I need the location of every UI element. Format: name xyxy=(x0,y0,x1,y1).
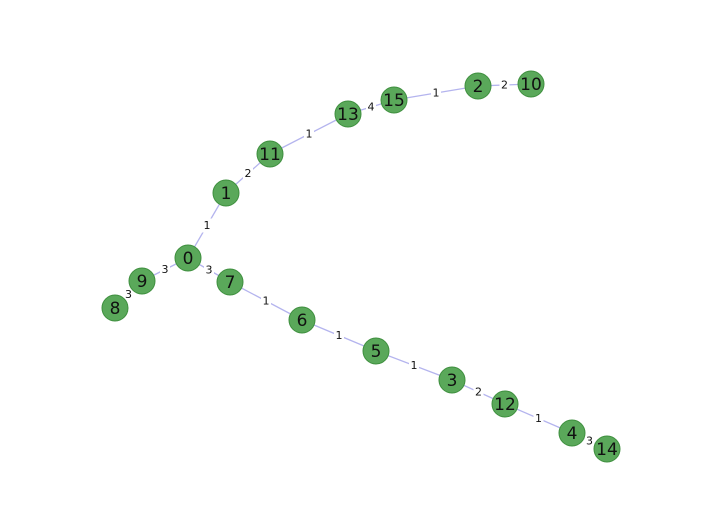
node-circle xyxy=(334,100,362,128)
node-label: 12 xyxy=(494,395,516,415)
node-circle xyxy=(216,268,244,296)
node-8: 8 xyxy=(101,294,129,322)
node-15: 15 xyxy=(380,86,408,114)
node-0: 0 xyxy=(174,244,202,272)
edge-weight-background xyxy=(123,287,134,302)
edge-weight-background xyxy=(366,100,376,114)
edge-weight-background xyxy=(334,328,344,343)
edge-weight-label: 1 xyxy=(261,294,271,308)
node-11: 11 xyxy=(256,140,284,168)
edge-weight-background xyxy=(473,385,484,399)
node-circle xyxy=(174,244,202,272)
edge-weight-label: 2 xyxy=(473,385,484,399)
edge-weight-text: 3 xyxy=(586,435,593,448)
node-2: 2 xyxy=(464,72,492,100)
edge-weight-background xyxy=(243,166,253,181)
edge-weight-background xyxy=(533,411,544,426)
node-label: 10 xyxy=(520,75,542,95)
edge-weight-text: 1 xyxy=(306,128,313,141)
edge-weight-text: 2 xyxy=(245,167,252,180)
node-label: 15 xyxy=(383,91,405,111)
node-circle xyxy=(101,294,129,322)
node-circle xyxy=(362,337,390,365)
node-label: 8 xyxy=(110,299,121,319)
node-label: 5 xyxy=(371,342,382,362)
node-label: 6 xyxy=(297,311,308,331)
node-label: 2 xyxy=(473,77,484,97)
node-5: 5 xyxy=(362,337,390,365)
node-label: 9 xyxy=(137,272,148,292)
node-label: 4 xyxy=(567,424,578,444)
node-6: 6 xyxy=(288,306,316,334)
edge-weight-label: 1 xyxy=(431,86,441,100)
node-label: 7 xyxy=(225,273,236,293)
edge-weight-text: 2 xyxy=(475,386,482,399)
edge-weight-text: 1 xyxy=(263,295,270,308)
edge-weight-text: 3 xyxy=(206,264,213,277)
node-label: 0 xyxy=(183,249,194,269)
edge-weight-background xyxy=(409,358,419,373)
node-label: 13 xyxy=(337,105,359,125)
node-label: 14 xyxy=(596,440,618,460)
node-circle xyxy=(517,70,545,98)
node-circle xyxy=(593,435,621,463)
node-1: 1 xyxy=(212,179,240,207)
edge-weight-text: 1 xyxy=(336,329,343,342)
edge-weight-label: 3 xyxy=(123,287,134,302)
edge-weight-text: 1 xyxy=(535,412,542,425)
edge-weight-background xyxy=(304,127,314,141)
edge-weight-label: 1 xyxy=(202,218,212,233)
edge-weight-label: 1 xyxy=(334,328,344,343)
node-13: 13 xyxy=(334,100,362,128)
node-circle xyxy=(558,419,586,447)
edge-weight-label: 2 xyxy=(243,166,253,181)
node-label: 3 xyxy=(447,371,458,391)
edge-weight-label: 1 xyxy=(533,411,544,426)
node-4: 4 xyxy=(558,419,586,447)
node-circle xyxy=(256,140,284,168)
edge-weight-text: 4 xyxy=(368,101,375,114)
edge-weight-label: 1 xyxy=(304,127,314,141)
edge-weight-text: 3 xyxy=(162,263,169,276)
node-circle xyxy=(491,390,519,418)
edge-weight-label: 4 xyxy=(366,100,376,114)
node-label: 1 xyxy=(221,184,232,204)
edge-weight-label: 1 xyxy=(409,358,419,373)
node-14: 14 xyxy=(593,435,621,463)
edge-weight-background xyxy=(499,78,510,92)
edge-weight-background xyxy=(202,218,212,233)
node-label: 11 xyxy=(259,145,281,165)
edge-weight-label: 3 xyxy=(204,263,214,277)
node-3: 3 xyxy=(438,366,466,394)
edge-weight-text: 1 xyxy=(411,359,418,372)
edge-weight-text: 1 xyxy=(204,219,211,232)
node-12: 12 xyxy=(491,390,519,418)
node-9: 9 xyxy=(128,267,156,295)
edge-weight-background xyxy=(431,86,441,100)
edge-weight-background xyxy=(261,294,271,308)
node-circle xyxy=(128,267,156,295)
node-circle xyxy=(212,179,240,207)
node-circle xyxy=(380,86,408,114)
edge-weight-text: 2 xyxy=(501,79,508,92)
edge-weight-text: 3 xyxy=(125,288,132,301)
edge-weight-label: 3 xyxy=(584,434,595,448)
node-10: 10 xyxy=(517,70,545,98)
edge-weight-text: 1 xyxy=(433,87,440,100)
node-circle xyxy=(438,366,466,394)
edge-weight-background xyxy=(204,263,214,277)
node-7: 7 xyxy=(216,268,244,296)
node-circle xyxy=(288,306,316,334)
edge-weight-label: 2 xyxy=(499,78,510,92)
edge-weight-label: 3 xyxy=(160,262,170,277)
node-circle xyxy=(464,72,492,100)
edge-weight-background xyxy=(584,434,595,448)
edge-weight-background xyxy=(160,262,170,277)
